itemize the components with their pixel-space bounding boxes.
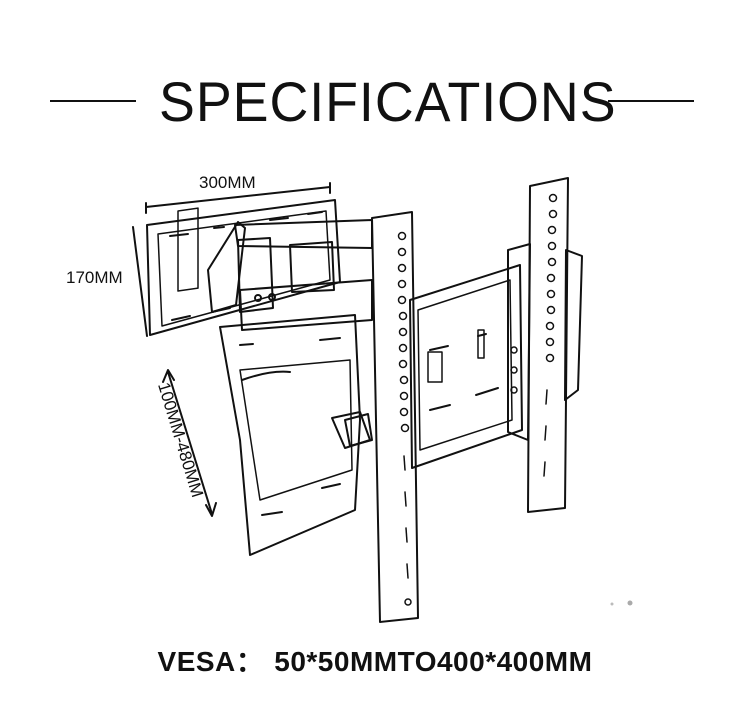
swivel-plate (219, 314, 361, 556)
title-rule-right (608, 100, 694, 102)
wall-plate (146, 199, 341, 336)
right-rail (507, 177, 583, 513)
height-dimension-label: 170MM (66, 268, 123, 287)
left-rail (371, 211, 419, 623)
faint-dot (610, 602, 614, 606)
page-title: SPECIFICATIONS (159, 70, 617, 133)
clamp-block (331, 411, 373, 449)
vesa-value: 50*50MMTO400*400MM (274, 646, 593, 677)
arm-frame (207, 219, 373, 331)
title-row: SPECIFICATIONS (0, 62, 750, 142)
width-dimension-line (145, 182, 331, 214)
vesa-spec: VESA： 50*50MMTO400*400MM (0, 640, 750, 680)
title-rule-left (50, 100, 136, 102)
faint-dot (627, 600, 633, 606)
crossbar (409, 264, 523, 469)
vesa-label: VESA： (157, 646, 265, 677)
width-dimension-label: 300MM (199, 173, 256, 192)
height-dimension-line (132, 226, 148, 337)
arm-range-arrow (162, 369, 217, 517)
